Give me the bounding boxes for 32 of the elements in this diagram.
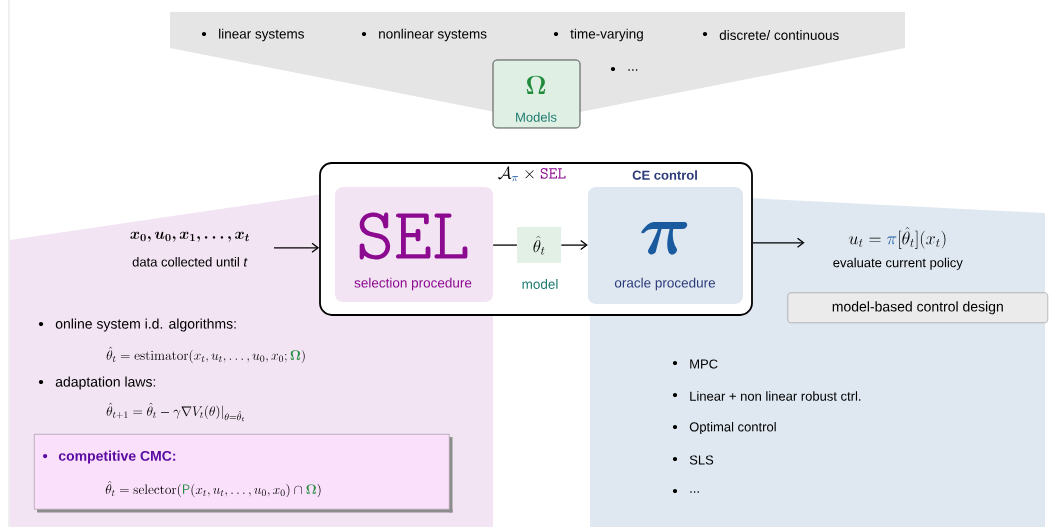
bullet-item: MPC: [672, 359, 718, 369]
bullet-item: time-varying: [553, 28, 643, 42]
bullet-item: Linear + non linear robust ctrl.: [672, 391, 861, 401]
omega-symbol: $\mathbf{\Omega}$: [526, 75, 546, 94]
bullet-item: linear systems: [201, 28, 304, 42]
text-label: evaluate current policy: [833, 257, 963, 270]
arrow: [273, 242, 320, 253]
bullet-item: competitive CMC:: [43, 450, 176, 464]
bullet-item: ...: [610, 66, 638, 72]
formula: $\hat{\theta}_t=\mathrm{selector}(\textcolor{omg}{\mathsf{P}}(x_t,u_t,\ldots,u_0,x_0)\cap\textcolor{omg}{\mathbf{\Omega}})$: [105, 480, 321, 498]
box-label: model: [522, 279, 558, 289]
formula: $\bm{x_0,u_0,x_1,\ldots,x_t}$: [130, 231, 249, 242]
box-label: oracle procedure: [614, 277, 716, 291]
formula: $\hat{\theta}_t=\mathrm{estimator}(x_t,u_t,\ldots,u_0,x_0;\textcolor{omg}{\mathbf{\Omega}})$: [106, 346, 305, 364]
bullet-item: SLS: [672, 455, 714, 465]
sel-symbol: $\mathtt{SEL}$: [359, 212, 468, 260]
bullet-item: online system i.d. algorithms:: [38, 318, 236, 332]
arrow: [560, 239, 588, 251]
model-patch: $\hat{\theta}_t$: [517, 227, 562, 264]
bullet-item: discrete/ continuous: [702, 30, 839, 40]
text-label: data collected until t: [132, 257, 248, 267]
bullet-item: ...: [672, 488, 699, 494]
box-label: selection procedure: [354, 277, 472, 291]
pi-symbol: $\bm{\pi}$: [641, 222, 688, 255]
formula: $\hat{\theta}_{t+1}=\hat{\theta}_t-\gamma\nabla V_t(\theta)|_{\theta=\hat{\theta}_t}$: [106, 402, 245, 422]
formula: $u_t=\textcolor{pib}{\pi}[\hat{\theta}_t](x_t)$: [849, 226, 946, 249]
tag-box: model-based control design: [787, 292, 1048, 323]
bullet-item: adaptation laws:: [38, 376, 156, 390]
box-label: Models: [516, 112, 557, 122]
bullet-item: nonlinear systems: [361, 28, 487, 42]
arrow: [752, 237, 805, 248]
bullet-item: Optimal control: [672, 421, 776, 435]
